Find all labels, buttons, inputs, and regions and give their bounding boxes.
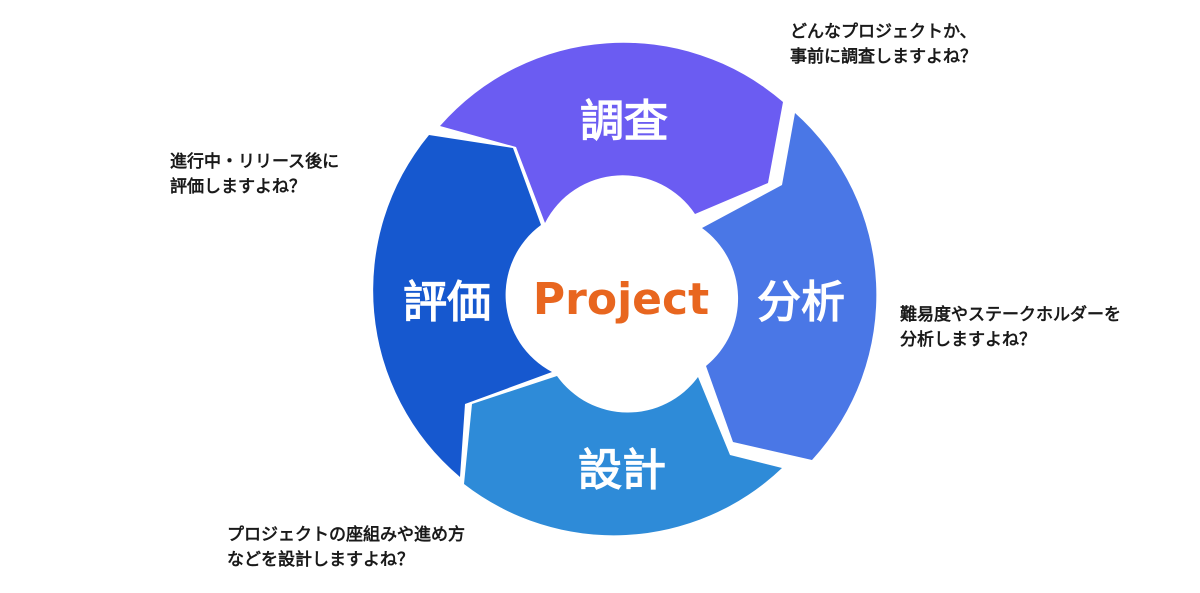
segment-label-research: 調査 bbox=[580, 96, 668, 147]
center-label-project: Project bbox=[533, 274, 709, 325]
note-research-line-1: どんなプロジェクトか、 bbox=[790, 22, 977, 42]
segment-analysis bbox=[702, 113, 877, 460]
note-research-line-2: 事前に調査しますよね？ bbox=[790, 47, 977, 67]
note-analysis-line-1: 難易度やステークホルダーを bbox=[900, 305, 1121, 325]
note-design-line-2: などを設計しますよね？ bbox=[227, 550, 414, 570]
note-evaluation-line-1: 進行中・リリース後に bbox=[170, 152, 340, 172]
note-analysis-line-2: 分析しますよね？ bbox=[900, 330, 1036, 350]
note-evaluation: 進行中・リリース後に 評価しますよね？ bbox=[170, 150, 339, 200]
segment-research bbox=[440, 42, 783, 223]
segment-design bbox=[464, 376, 782, 536]
segment-evaluation bbox=[373, 135, 552, 477]
segment-label-analysis: 分析 bbox=[757, 277, 845, 328]
note-design-line-1: プロジェクトの座組みや進め方 bbox=[227, 525, 465, 545]
note-design: プロジェクトの座組みや進め方 などを設計しますよね？ bbox=[227, 523, 465, 573]
note-research: どんなプロジェクトか、 事前に調査しますよね？ bbox=[790, 20, 977, 70]
note-analysis: 難易度やステークホルダーを 分析しますよね？ bbox=[900, 303, 1121, 353]
note-evaluation-line-2: 評価しますよね？ bbox=[170, 177, 306, 197]
segment-label-design: 設計 bbox=[578, 445, 666, 496]
segment-label-evaluation: 評価 bbox=[403, 277, 491, 328]
